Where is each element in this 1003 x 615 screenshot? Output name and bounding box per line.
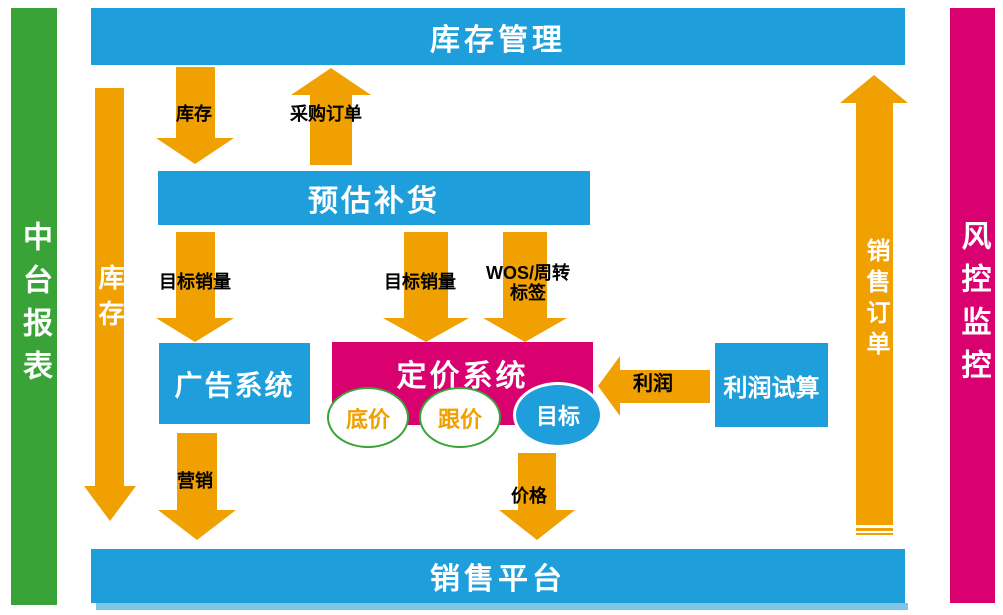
wos-arrow-shaft <box>503 232 547 318</box>
inventory-top-arrow-shaft <box>176 67 215 138</box>
purchase-order-arrow-head <box>291 68 371 95</box>
sales-order-arrow-head <box>840 75 908 103</box>
ads-system-label: 广告系统 <box>174 369 295 401</box>
base-price-label: 底价 <box>345 406 390 432</box>
forecast-replenishment-box: 预估补货 <box>158 171 590 225</box>
sales-platform-underline <box>96 603 908 610</box>
marketing-arrow-shaft <box>177 433 217 510</box>
forecast-replenishment-label: 预估补货 <box>308 185 440 218</box>
inventory-management-label: 库存管理 <box>430 23 566 57</box>
profit-calc-label: 利润试算 <box>723 374 820 402</box>
wos-flow-label-line1: WOS/周转 <box>486 263 570 283</box>
target-sales-pricing-flow-label: 目标销量 <box>384 272 456 292</box>
sales-platform-label: 销售平台 <box>430 563 566 596</box>
inventory-top-arrow-head <box>156 138 234 164</box>
target-sales-pricing-arrow-shaft <box>404 232 448 318</box>
risk-monitoring-bar: 风控监控 <box>950 8 995 603</box>
mid-platform-reports-label: 中台报表 <box>18 220 51 393</box>
wos-arrow-head <box>483 318 567 342</box>
mid-platform-reports-bar: 中台报表 <box>11 8 57 605</box>
target-price-ellipse: 目标 <box>513 382 603 448</box>
profit-calc-box: 利润试算 <box>715 343 828 427</box>
target-sales-ads-arrow-shaft <box>176 232 215 318</box>
follow-price-label: 跟价 <box>437 406 482 432</box>
inventory-top-flow-label: 库存 <box>176 104 212 124</box>
price-arrow-shaft <box>518 453 556 510</box>
wos-flow-label-line2: 标签 <box>510 283 546 303</box>
marketing-flow-label: 营销 <box>177 471 213 491</box>
target-sales-ads-arrow-head <box>156 318 234 342</box>
follow-price-ellipse: 跟价 <box>419 387 501 448</box>
inventory-management-bar: 库存管理 <box>91 8 905 65</box>
purchase-order-arrow-shaft <box>310 95 352 165</box>
target-sales-ads-flow-label: 目标销量 <box>159 272 231 292</box>
sales-order-arrow-shaft <box>856 103 893 525</box>
wos-flow-label: WOS/周转 标签 <box>471 263 585 303</box>
inventory-long-arrow-head <box>84 486 136 521</box>
profit-flow-label: 利润 <box>633 373 673 395</box>
price-flow-label: 价格 <box>511 486 547 506</box>
ads-system-box: 广告系统 <box>159 343 310 424</box>
risk-monitoring-label: 风控监控 <box>956 219 990 392</box>
price-arrow-head <box>499 510 575 540</box>
sales-order-flow-label: 销售订单 <box>862 238 889 362</box>
profit-arrow-shaft <box>618 370 710 403</box>
profit-arrow-head <box>598 356 620 416</box>
sales-order-arrow-break-line-2 <box>856 533 893 535</box>
sales-order-arrow-break-line-1 <box>856 528 893 531</box>
target-sales-pricing-arrow-head <box>383 318 469 342</box>
marketing-arrow-head <box>158 510 236 540</box>
sales-platform-bar: 销售平台 <box>91 549 905 603</box>
base-price-ellipse: 底价 <box>327 387 409 448</box>
inventory-long-arrow-shaft <box>95 88 124 486</box>
target-price-label: 目标 <box>535 404 580 429</box>
inventory-long-flow-label: 库存 <box>95 264 125 336</box>
purchase-order-flow-label: 采购订单 <box>290 104 362 124</box>
